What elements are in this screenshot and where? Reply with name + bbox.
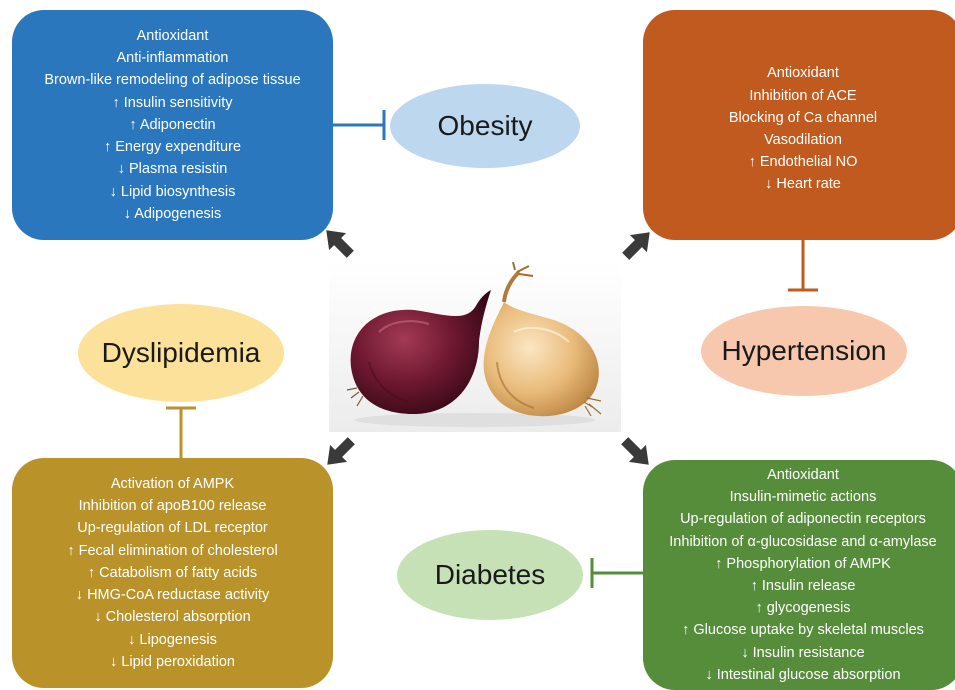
mechanism-item: ↑ Insulin sensitivity (112, 94, 233, 111)
mechanism-item: Up-regulation of LDL receptor (77, 520, 268, 537)
mechanism-item: Inhibition of ACE (749, 87, 857, 104)
arrow-to-obesity (326, 230, 354, 258)
mechanism-item: ↑ Endothelial NO (748, 154, 858, 171)
obesity-mechanisms-box: Antioxidant Anti-inflammation Brown-like… (12, 10, 333, 240)
onion-photo (329, 262, 621, 432)
mechanism-item: ↓ Adipogenesis (123, 205, 222, 222)
diabetes-mechanisms-box: Antioxidant Insulin-mimetic actions Up-r… (643, 460, 955, 690)
mechanism-item: ↓ Intestinal glucose absorption (705, 666, 901, 683)
mechanism-item: Antioxidant (767, 466, 839, 483)
arrow-to-dyslipidemia (327, 437, 355, 465)
mechanism-item: Brown-like remodeling of adipose tissue (44, 72, 301, 89)
mechanism-item: ↓ Plasma resistin (117, 161, 228, 178)
mechanism-item: ↑ Insulin release (750, 578, 856, 594)
mechanism-item: Insulin-mimetic actions (729, 489, 877, 506)
mechanism-item: Blocking of Ca channel (728, 109, 878, 126)
obesity-label: Obesity (390, 84, 580, 168)
mechanism-item: ↑ Glucose uptake by skeletal muscles (682, 622, 924, 639)
mechanism-item: ↓ Lipid peroxidation (110, 653, 235, 670)
diabetes-label: Diabetes (397, 530, 583, 620)
arrow-to-hypertension (622, 232, 650, 260)
mechanism-item: ↑ Fecal elimination of cholesterol (67, 542, 278, 559)
dyslipidemia-mechanisms-box: Activation of AMPK Inhibition of apoB100… (12, 458, 333, 688)
mechanism-item: ↑ Catabolism of fatty acids (87, 564, 258, 581)
mechanism-item: ↑ Phosphorylation of AMPK (715, 555, 891, 572)
hypertension-mechanisms-box: Antioxidant Inhibition of ACE Blocking o… (643, 10, 955, 240)
hypertension-label: Hypertension (701, 306, 907, 396)
mechanism-item: ↓ Heart rate (765, 176, 841, 193)
mechanism-item: ↓ Lipogenesis (128, 631, 217, 648)
mechanism-item: Antioxidant (767, 65, 839, 82)
mechanism-item: Anti-inflammation (116, 50, 229, 67)
mechanism-item: ↓ Cholesterol absorption (94, 609, 251, 626)
obesity-inhibition-connector (333, 110, 386, 140)
mechanism-item: ↑ Adiponectin (129, 116, 216, 133)
mechanism-item: Inhibition of apoB100 release (78, 498, 267, 515)
mechanism-item: Vasodilation (764, 132, 842, 148)
diabetes-inhibition-connector (590, 558, 643, 588)
mechanism-item: ↑ glycogenesis (755, 600, 851, 617)
hypertension-inhibition-connector (788, 240, 818, 292)
dyslipidemia-label: Dyslipidemia (78, 304, 284, 402)
dyslipidemia-inhibition-connector (166, 406, 196, 458)
mechanism-item: ↑ Energy expenditure (103, 139, 242, 156)
mechanism-item: Activation of AMPK (110, 476, 235, 493)
arrow-to-diabetes (621, 437, 649, 465)
mechanism-item: ↓ Lipid biosynthesis (109, 183, 236, 200)
mechanism-item: ↓ Insulin resistance (741, 644, 865, 661)
mechanism-item: Up-regulation of adiponectin receptors (680, 511, 926, 528)
mechanism-item: Antioxidant (136, 28, 209, 45)
mechanism-item: Inhibition of α-glucosidase and α-amylas… (669, 533, 937, 550)
mechanism-item: ↓ HMG-CoA reductase activity (75, 587, 270, 604)
